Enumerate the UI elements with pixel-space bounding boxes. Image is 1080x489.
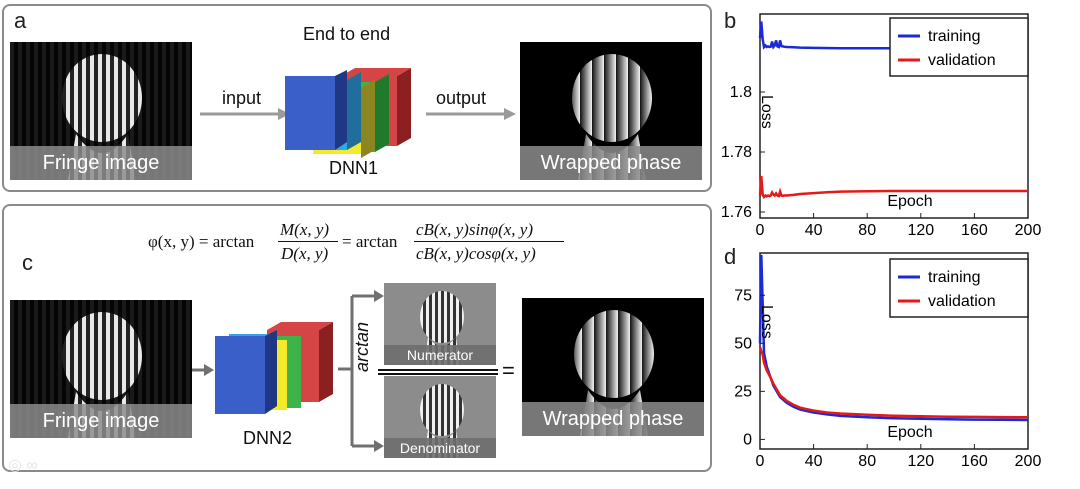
arrow-to-dnn2: [192, 364, 214, 376]
series-line-training: [758, 254, 1029, 422]
formula-frac2-bar: [414, 241, 564, 242]
legend-label-training: training: [928, 28, 980, 45]
fringe-caption-a: Fringe image: [10, 146, 192, 180]
x-tick-label: 40: [805, 453, 823, 470]
x-tick-label: 40: [805, 222, 823, 239]
x-tick-label: 0: [756, 222, 765, 239]
dnn1-stack: [285, 68, 411, 158]
x-tick-label: 200: [1015, 453, 1042, 470]
input-label: input: [222, 88, 262, 108]
formula-frac1-den: D(x, y): [281, 244, 329, 263]
x-tick-label: 160: [961, 222, 988, 239]
legend-box: [889, 17, 1029, 77]
branch-arrows: [338, 290, 384, 452]
y-tick-label: 1.8: [730, 84, 752, 101]
y-axis-label: Loss: [758, 95, 775, 129]
dnn1-layer-blue: [285, 76, 335, 150]
legend-label-validation: validation: [928, 293, 996, 310]
formula-frac2-den: cB(x, y)cosφ(x, y): [416, 244, 536, 263]
legend-label-training: training: [928, 269, 980, 286]
x-axis-label: Epoch: [887, 193, 932, 210]
formula-mid: = arctan: [342, 232, 398, 251]
dnn2-layer-blue: [215, 336, 265, 414]
panel-letter-c: c: [22, 250, 33, 275]
loss-chart-b: 0 40 80 120 160 200 1.8 1.78 1.76 Epoch Loss traini…: [721, 13, 1042, 239]
y-tick-label: 50: [734, 335, 752, 352]
series-line-validation: [758, 175, 1028, 200]
x-tick-label: 80: [858, 453, 876, 470]
fringe-image-a: Fringe image: [10, 42, 192, 180]
dnn1-label: DNN1: [329, 158, 379, 178]
x-tick-label: 0: [756, 453, 765, 470]
loss-chart-d: 0 40 80 120 160 200 75 50 25 0 Epoch Loss training va…: [734, 252, 1042, 470]
y-tick-label: 75: [734, 287, 752, 304]
panel-letter-a: a: [14, 8, 27, 33]
panel-a-title: End to end: [303, 24, 391, 44]
x-tick-label: 160: [961, 453, 988, 470]
phase-caption-c: Wrapped phase: [522, 402, 704, 436]
fraction-bar-2: [378, 373, 498, 375]
numerator-caption: Numerator: [384, 345, 496, 365]
fraction-bar: [378, 369, 498, 371]
x-tick-label: 80: [858, 222, 876, 239]
numerator-image: Numerator: [384, 283, 496, 365]
x-tick-label: 120: [907, 453, 934, 470]
dnn2-label: DNN2: [243, 428, 293, 448]
panel-c-frame: [2, 204, 712, 472]
formula-frac2-num: cB(x, y)sinφ(x, y): [416, 220, 533, 239]
equals-sign: =: [502, 358, 515, 383]
output-arrow: [426, 108, 516, 120]
y-axis-label: Loss: [758, 305, 775, 339]
panel-letter-d: d: [724, 244, 737, 269]
wrapped-phase-image-a: Wrapped phase: [520, 42, 702, 180]
denominator-image: Denominator: [384, 376, 496, 458]
legend-box: [889, 258, 1029, 318]
y-tick-label: 1.76: [721, 204, 752, 221]
phase-caption-a: Wrapped phase: [520, 146, 702, 180]
y-tick-label: 1.78: [721, 144, 752, 161]
dnn2-stack: [215, 322, 333, 414]
formula-frac1-num: M(x, y): [280, 220, 330, 239]
input-arrow: [200, 108, 290, 120]
y-tick-label: 25: [734, 383, 752, 400]
fringe-image-c: Fringe image: [10, 300, 192, 438]
y-tick-label: 0: [743, 431, 752, 448]
formula-frac1-bar: [278, 241, 338, 242]
watermark: ◎ ∞: [8, 457, 38, 474]
arctan-label: arctan: [352, 321, 372, 372]
x-axis-label: Epoch: [887, 424, 932, 441]
panel-a-frame: [2, 4, 712, 192]
wrapped-phase-image-c: Wrapped phase: [522, 298, 704, 436]
legend-label-validation: validation: [928, 52, 996, 69]
denominator-caption: Denominator: [384, 438, 496, 458]
panel-letter-b: b: [724, 8, 737, 33]
formula-lhs: φ(x, y) = arctan: [148, 232, 255, 251]
fringe-caption-c: Fringe image: [10, 404, 192, 438]
output-label: output: [436, 88, 487, 108]
series-line-validation: [758, 346, 1029, 419]
x-tick-label: 120: [907, 222, 934, 239]
x-tick-label: 200: [1015, 222, 1042, 239]
